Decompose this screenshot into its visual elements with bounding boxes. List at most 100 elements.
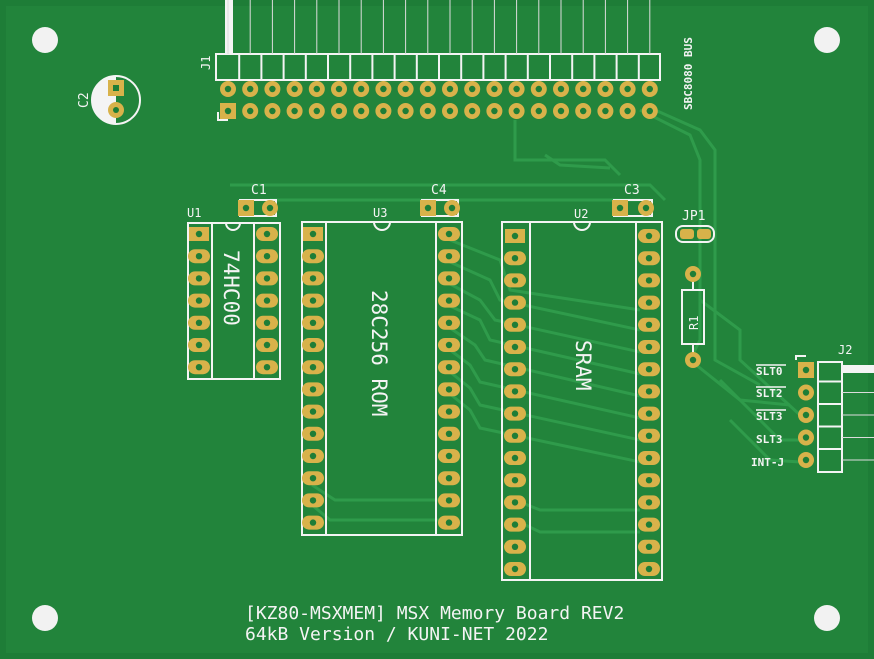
j1-label: J1 — [199, 56, 213, 70]
u1-part-marking: 74HC00 — [219, 250, 243, 326]
pad-drill — [616, 204, 624, 212]
pad-drill — [445, 430, 453, 437]
pad-drill — [624, 107, 631, 115]
pad-drill — [195, 253, 203, 260]
pad-drill — [802, 389, 810, 396]
pad-drill — [309, 475, 317, 482]
pad-drill — [645, 454, 653, 462]
pad-drill — [309, 408, 317, 415]
pad-drill — [511, 277, 519, 284]
pad-drill — [402, 85, 409, 93]
j2-header-outline — [817, 361, 843, 473]
bus-label: SBC8080 BUS — [682, 37, 695, 110]
pad-drill — [313, 107, 320, 115]
pad-drill — [646, 85, 653, 93]
pad-drill — [511, 410, 519, 417]
pad-drill — [645, 321, 653, 328]
mounting-hole — [32, 605, 58, 631]
pad-drill — [511, 565, 519, 573]
j2-pin-leads — [842, 392, 874, 461]
pad-drill — [645, 343, 653, 351]
j2-pads — [798, 362, 814, 468]
r1-body — [681, 289, 705, 345]
u3-notch — [373, 221, 391, 231]
pad-drill — [309, 297, 317, 304]
pad-drill — [689, 270, 697, 278]
pad-drill — [513, 107, 520, 115]
pad-drill — [645, 432, 653, 439]
slt3-bar-label: SLT3 — [756, 410, 783, 423]
pad-drill — [263, 253, 271, 260]
pad-drill — [511, 321, 519, 328]
pad-drill — [445, 475, 453, 482]
jp1-label: JP1 — [682, 209, 705, 224]
j1-header-dividers — [238, 54, 640, 80]
pad-drill — [335, 107, 343, 115]
pad-drill — [645, 543, 653, 550]
pad-drill — [642, 204, 650, 212]
pad-drill — [645, 410, 653, 417]
intj-label: INT-J — [751, 456, 784, 469]
pad-drill — [309, 452, 317, 460]
pad-drill — [511, 255, 519, 262]
board-title-line2: 64kB Version / KUNI-NET 2022 — [245, 624, 548, 645]
pad-drill — [491, 85, 498, 93]
pad-drill — [309, 364, 317, 371]
pad-drill — [646, 107, 653, 115]
pad-drill — [802, 456, 810, 464]
pad-drill — [802, 411, 810, 419]
pad-drill — [445, 275, 453, 282]
pad-drill — [335, 85, 343, 93]
pad-drill — [557, 85, 565, 93]
pad-drill — [291, 85, 298, 93]
pad-drill — [445, 253, 453, 260]
pad-drill — [511, 388, 519, 395]
r1-label: R1 — [687, 316, 701, 330]
pad-drill — [309, 319, 317, 326]
pad-drill — [269, 85, 276, 93]
c2-label: C2 — [77, 92, 92, 108]
decoupling-capacitors — [238, 199, 654, 217]
pad-drill — [491, 107, 498, 115]
pad-drill — [309, 497, 317, 504]
slt2-label: SLT2 — [756, 387, 783, 400]
j2-label: J2 — [838, 343, 852, 357]
pad-drill — [445, 386, 453, 393]
pad-drill — [445, 297, 453, 304]
pad-drill — [195, 341, 203, 349]
c3-label: C3 — [624, 183, 640, 198]
pad-drill — [309, 341, 317, 349]
u1-body — [211, 222, 255, 380]
ic-pads — [188, 227, 660, 576]
mounting-hole — [814, 27, 840, 53]
mounting-holes — [32, 27, 840, 631]
pad-drill — [309, 430, 317, 437]
u1-label: U1 — [187, 206, 201, 220]
pad-drill — [535, 107, 542, 115]
u2-part-marking: SRAM — [571, 340, 595, 391]
pad-drill — [424, 204, 432, 212]
u2-notch — [573, 221, 591, 231]
pad-drill — [445, 452, 453, 460]
jp1-pad-left — [680, 229, 694, 239]
pad-drill — [602, 107, 609, 115]
u1-notch — [225, 222, 241, 231]
j1-pin1-marker — [225, 0, 233, 54]
u3-body — [325, 221, 437, 536]
pad-drill — [263, 364, 271, 371]
pad-drill — [511, 232, 519, 240]
mounting-hole — [32, 27, 58, 53]
pad-drill — [195, 364, 203, 371]
pad-drill — [380, 85, 387, 93]
pad-drill — [469, 107, 476, 115]
pad-drill — [535, 85, 542, 93]
pad-drill — [624, 85, 631, 93]
pad-drill — [263, 341, 271, 349]
pad-drill — [511, 343, 519, 351]
pad-drill — [445, 408, 453, 415]
pad-drill — [263, 230, 271, 238]
j2-header-dividers — [818, 380, 842, 450]
pad-drill — [602, 85, 609, 93]
